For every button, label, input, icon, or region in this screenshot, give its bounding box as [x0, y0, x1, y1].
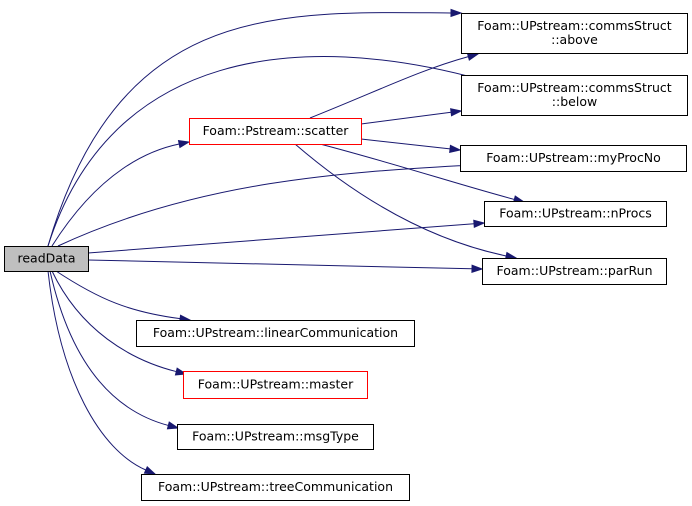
- node-label: Foam::UPstream::treeCommunication: [158, 479, 393, 494]
- node-label: Foam::UPstream::parRun: [496, 263, 652, 278]
- edge-line: [47, 56, 481, 247]
- edge-scatter-to-below: [360, 108, 463, 125]
- edge-line: [319, 143, 515, 200]
- edge-readData-to-parRun: [87, 259, 484, 273]
- edge-line: [294, 143, 507, 257]
- edge-readData-to-scatter: [51, 139, 191, 247]
- arrowhead-icon: [449, 144, 462, 154]
- edge-line: [55, 270, 181, 320]
- arrowhead-icon: [471, 264, 484, 273]
- edge-line: [309, 56, 469, 119]
- edge-readData-to-myProcNo: [57, 161, 474, 247]
- edge-readData-to-treeCommunication: [47, 270, 157, 475]
- arrowhead-icon: [450, 8, 463, 18]
- edge-scatter-to-above: [309, 52, 480, 119]
- node-linearCommunication[interactable]: Foam::UPstream::linearCommunication: [136, 320, 415, 347]
- edge-scatter-to-myProcNo: [360, 138, 462, 154]
- node-below[interactable]: Foam::UPstream::commsStruct::below: [461, 75, 688, 116]
- node-label: Foam::UPstream::nProcs: [499, 206, 651, 221]
- node-label: Foam::UPstream::commsStruct: [477, 80, 672, 95]
- node-box[interactable]: [189, 118, 362, 145]
- edge-line: [87, 259, 473, 270]
- node-box[interactable]: [482, 258, 667, 285]
- edges-layer: [47, 8, 526, 475]
- edge-readData-to-msgType: [49, 270, 180, 430]
- node-label: Foam::UPstream::linearCommunication: [153, 325, 398, 340]
- node-master[interactable]: Foam::UPstream::master: [183, 371, 368, 399]
- node-msgType[interactable]: Foam::UPstream::msgType: [177, 424, 374, 450]
- node-label: Foam::UPstream::master: [198, 377, 354, 392]
- node-label: Foam::UPstream::myProcNo: [486, 150, 661, 165]
- node-label: readData: [18, 251, 76, 266]
- node-parRun[interactable]: Foam::UPstream::parRun: [482, 258, 667, 285]
- node-myProcNo[interactable]: Foam::UPstream::myProcNo: [460, 145, 687, 172]
- edge-readData-to-nProcs: [87, 219, 486, 254]
- arrowhead-icon: [166, 421, 180, 430]
- edge-line: [49, 270, 169, 426]
- node-treeCommunication[interactable]: Foam::UPstream::treeCommunication: [141, 474, 410, 501]
- node-box[interactable]: [484, 201, 667, 227]
- edge-line: [57, 165, 463, 247]
- node-box[interactable]: [461, 13, 688, 54]
- edge-line: [47, 270, 147, 471]
- node-box[interactable]: [177, 424, 374, 450]
- node-nProcs[interactable]: Foam::UPstream::nProcs: [484, 201, 667, 227]
- edge-line: [51, 143, 180, 247]
- edge-readData-to-linearCommunication: [55, 270, 192, 323]
- node-label: Foam::UPstream::msgType: [192, 429, 359, 444]
- node-label: ::above: [551, 32, 598, 47]
- nodes-layer: readDataFoam::Pstream::scatterFoam::UPst…: [4, 13, 688, 501]
- arrowhead-icon: [143, 465, 157, 475]
- node-scatter[interactable]: Foam::Pstream::scatter: [189, 118, 362, 145]
- node-box[interactable]: [136, 320, 415, 347]
- edge-line: [87, 223, 475, 254]
- arrowhead-icon: [177, 139, 191, 149]
- arrowhead-icon: [473, 219, 486, 228]
- arrowhead-icon: [466, 52, 480, 61]
- node-box[interactable]: [141, 474, 410, 501]
- edge-line: [47, 12, 452, 247]
- node-label: Foam::Pstream::scatter: [203, 123, 350, 138]
- arrowhead-icon: [450, 108, 463, 117]
- node-box[interactable]: [461, 75, 688, 116]
- edge-readData-to-above: [47, 8, 463, 247]
- node-label: Foam::UPstream::commsStruct: [477, 18, 672, 33]
- node-above[interactable]: Foam::UPstream::commsStruct::above: [461, 13, 688, 54]
- edge-line: [360, 111, 452, 125]
- node-box[interactable]: [460, 145, 687, 172]
- edge-readData-to-below: [47, 56, 492, 247]
- node-readData[interactable]: readData: [4, 246, 89, 272]
- edge-line: [360, 138, 451, 150]
- edge-line: [51, 270, 177, 373]
- node-box[interactable]: [4, 246, 89, 272]
- node-box[interactable]: [183, 371, 368, 399]
- node-label: ::below: [552, 94, 597, 109]
